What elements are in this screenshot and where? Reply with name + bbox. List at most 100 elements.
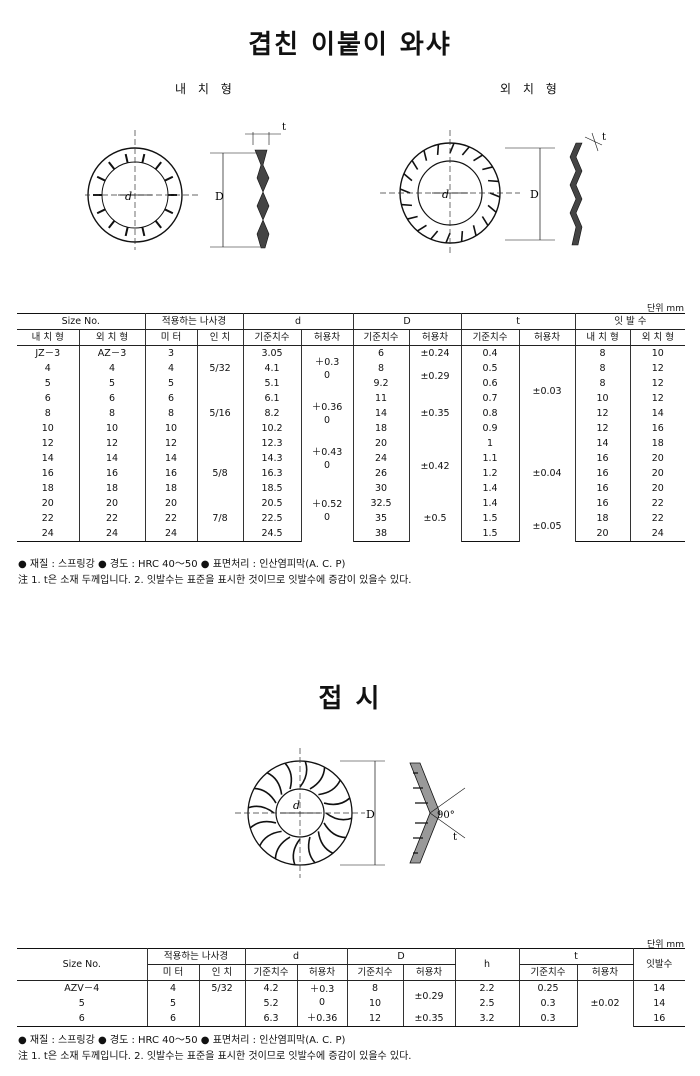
table-cell: 6 (146, 1011, 200, 1027)
table-cell: 10 (78, 421, 146, 436)
table-cell: 7/8 (196, 511, 244, 526)
subheader-cell: 기준치수 (352, 329, 410, 346)
col-t: t (460, 313, 576, 330)
table-cell: 20 (352, 436, 410, 451)
subheader-cell: 내 치 형 (574, 329, 631, 346)
table-cell: 4.1 (242, 361, 302, 376)
table-cell (196, 391, 244, 406)
table-cell: 6.1 (242, 391, 302, 406)
D-tolerance-cell: ±0.5 (408, 496, 462, 542)
table-cell (196, 451, 244, 466)
t-tolerance-cell: ±0.02 (576, 980, 634, 1027)
unit-label: 단위 mm (647, 940, 684, 950)
table-cell: 5 (17, 376, 80, 391)
table-cell: 12 (629, 361, 686, 376)
table-cell: AZ－3 (78, 345, 146, 361)
d-tolerance-lower: 0 (324, 369, 331, 381)
table-cell: 22 (78, 511, 146, 526)
table-cell: 5/32 (198, 980, 246, 996)
D-tolerance-cell: ±0.29 (408, 361, 462, 391)
table-cell: 5.1 (242, 376, 302, 391)
d-tolerance-upper: ＋0.36 (311, 401, 343, 413)
t-dimension-label: t (282, 122, 286, 133)
col-t-nominal: 기준치수 (518, 964, 578, 981)
table-cell: 16 (629, 421, 686, 436)
table-cell: 3.2 (454, 1011, 520, 1027)
internal-tooth-washer-drawing: d D t (85, 122, 286, 250)
table-cell: 16 (632, 1011, 686, 1027)
col-teeth: 잇발수 (632, 948, 686, 981)
external-tooth-label: 외 치 형 (500, 82, 561, 96)
table-cell: 24.5 (242, 526, 302, 542)
table-cell: 20.5 (242, 496, 302, 511)
d-tolerance-lower: 0 (324, 459, 331, 471)
table-cell: 8 (574, 345, 631, 361)
table-cell: 10 (346, 996, 404, 1011)
unit-label: 단위 mm (647, 304, 684, 314)
table-cell: 10 (629, 345, 686, 361)
table-cell: 12 (574, 406, 631, 421)
table-cell: 1.4 (460, 496, 520, 511)
t-tolerance-cell: ±0.05 (518, 511, 576, 542)
subheader-cell: 내 치 형 (17, 329, 80, 346)
table-cell: 14 (78, 451, 146, 466)
d-tolerance-lower: 0 (324, 512, 331, 524)
table-cell: 30 (352, 481, 410, 496)
col-d: d (244, 948, 348, 965)
table-cell: 20 (574, 526, 631, 542)
table-cell: 8 (352, 361, 410, 376)
table-cell: 20 (629, 481, 686, 496)
table-cell: 5 (146, 996, 200, 1011)
d-tolerance-upper: ＋0.3 (309, 984, 335, 995)
subheader-cell: 허용차 (408, 329, 462, 346)
table-cell: 22.5 (242, 511, 302, 526)
table-cell: 0.3 (518, 1011, 578, 1027)
D-dimension-label: D (530, 188, 539, 201)
table-cell: 4 (146, 980, 200, 996)
footnote: 注 1. t은 소재 두께입니다. 2. 잇발수는 표준을 표시한 것이므로 잇… (18, 1051, 412, 1062)
d-dimension-label: d (125, 190, 132, 203)
table-cell: 14 (632, 996, 686, 1011)
table-cell: 22 (17, 511, 80, 526)
table-cell: 0.8 (460, 406, 520, 421)
table-cell: 8 (78, 406, 146, 421)
table-cell: 6 (17, 1011, 148, 1027)
table-cell: 16 (574, 466, 631, 481)
table-cell: 22 (144, 511, 198, 526)
table-cell: 14.3 (242, 451, 302, 466)
t-dimension-label: t (602, 132, 606, 143)
subheader-cell: 인 치 (196, 329, 244, 346)
subheader-cell: 외 치 형 (629, 329, 686, 346)
angle-label: 90° (437, 810, 455, 821)
table-cell: 18 (574, 511, 631, 526)
col-h: h (454, 948, 520, 981)
countersunk-washer-spec-table: Size No. 적용하는 나사경 d D h t 잇발수 미 터 인 치 기준… (17, 948, 686, 1027)
col-t: t (518, 948, 634, 965)
table-cell: 0.25 (518, 980, 578, 996)
table-cell: 0.3 (518, 996, 578, 1011)
table-cell: 18 (352, 421, 410, 436)
table-cell: 16.3 (242, 466, 302, 481)
table-cell: 32.5 (352, 496, 410, 511)
page-title: 겹친 이붙이 와샤 (248, 30, 452, 60)
internal-tooth-label: 내 치 형 (175, 82, 236, 96)
table-cell: 4 (144, 361, 198, 376)
d-tolerance-lower: 0 (318, 997, 326, 1008)
table-cell: 20 (629, 451, 686, 466)
table-cell: 1.5 (460, 511, 520, 526)
table-cell: 18.5 (242, 481, 302, 496)
external-tooth-washer-drawing: d D t (380, 130, 606, 255)
table-cell: 10 (144, 421, 198, 436)
material-note: ● 재질 : 스프링강 ● 경도 : HRC 40～50 ● 표면처리 : 인산… (18, 1035, 346, 1046)
table-cell (196, 481, 244, 496)
